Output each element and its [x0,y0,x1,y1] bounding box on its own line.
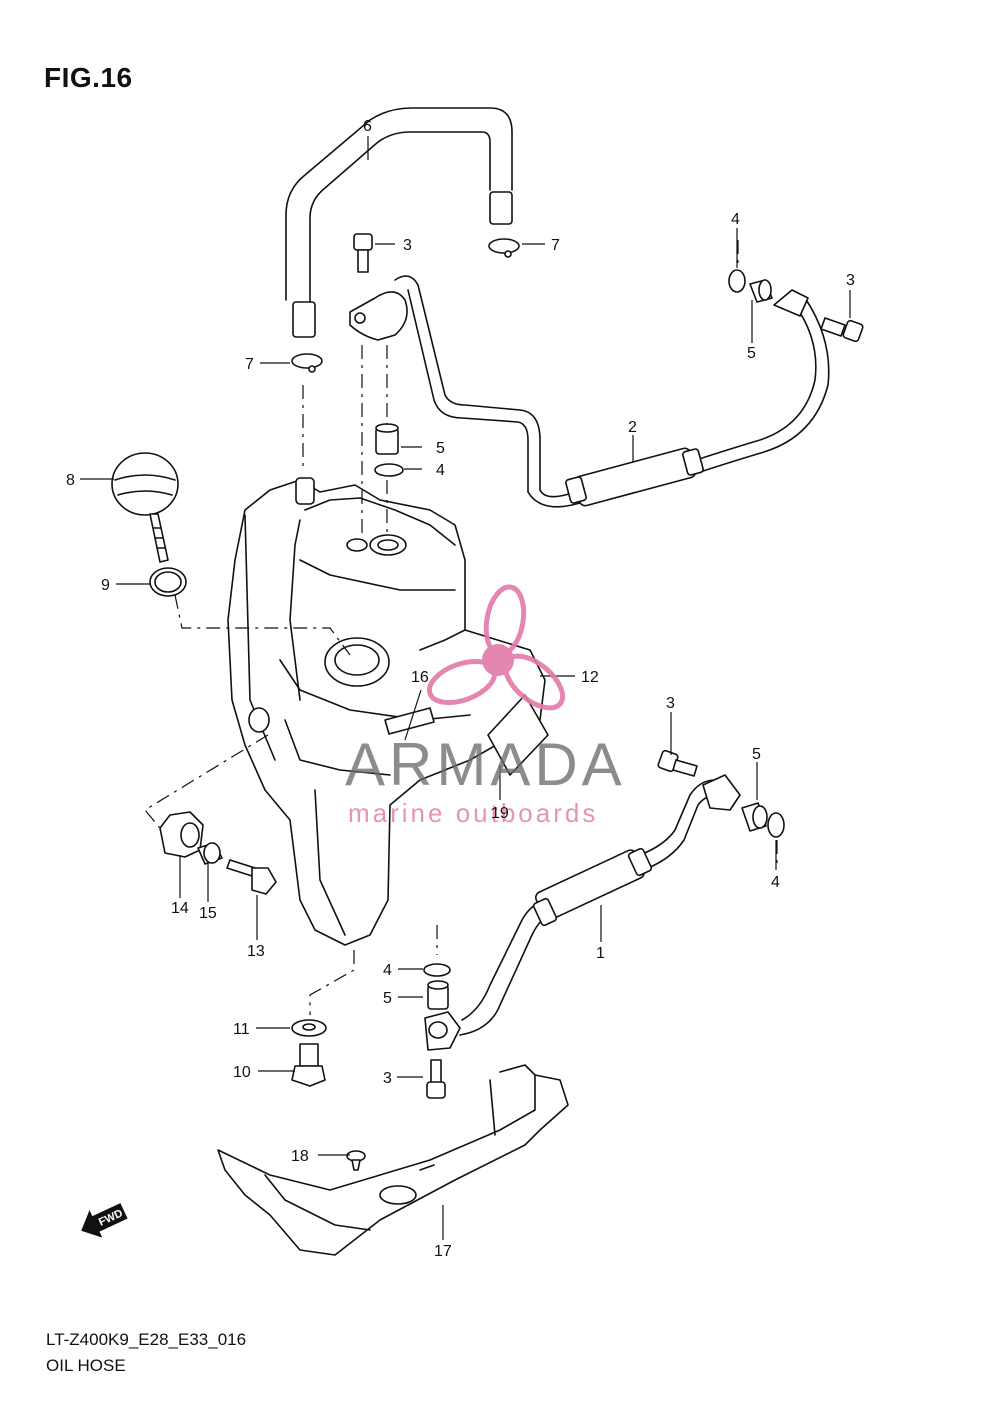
callout-15: 15 [199,905,217,922]
callout-leader-lines [80,136,851,1240]
callout-11: 11 [233,1021,250,1038]
part-7-clamp-upper[interactable] [488,238,520,258]
callout-4: 4 [436,462,445,479]
part-15-spacer[interactable] [197,842,223,865]
part-3-bolt-upper-right[interactable] [820,317,864,343]
part-3-bolt-top[interactable] [353,233,373,273]
callout-8: 8 [66,472,75,489]
callout-3: 3 [383,1070,392,1087]
callout-5: 5 [752,746,761,763]
part-11-washer[interactable] [291,1019,327,1037]
callout-4: 4 [731,211,740,228]
part-10-drain-bolt[interactable] [291,1043,326,1087]
part-4-o-ring-bottom[interactable] [423,963,451,977]
diagram-section-name: OIL HOSE [46,1356,126,1375]
part-14-grommet[interactable] [159,811,204,858]
oil-tank-body[interactable] [227,477,546,946]
part-5-collar-center[interactable] [375,423,399,455]
callout-10: 10 [233,1064,251,1081]
callout-6: 6 [363,118,372,135]
watermark-brand: ARMADA [345,731,626,798]
assembly-guide-lines [144,240,778,1015]
part-17-guard-plate[interactable] [217,1064,569,1256]
callout-13: 13 [247,943,265,960]
callout-5: 5 [747,345,756,362]
watermark-tagline: marine outboards [348,798,598,828]
callout-3: 3 [666,695,675,712]
part-2-oil-hose-upper[interactable] [349,275,830,508]
part-7-clamp-lower[interactable] [291,353,323,373]
callout-3: 3 [846,272,855,289]
part-1-oil-hose-lower[interactable] [424,774,741,1051]
callout-5: 5 [383,990,392,1007]
callout-4: 4 [383,962,392,979]
propeller-logo-icon [426,584,565,711]
part-8-oil-filler-cap[interactable] [111,452,179,563]
part-4-o-ring-upper-right[interactable] [728,269,746,293]
diagram-reference-code: LT-Z400K9_E28_E33_016 [46,1330,247,1349]
callout-numbers: 6 3 7 4 3 5 7 2 5 4 8 9 12 16 19 3 5 4 1… [66,118,855,1260]
callout-14: 14 [171,900,189,917]
part-9-o-ring[interactable] [149,567,187,597]
figure-title: FIG.16 [44,62,133,93]
callout-12: 12 [581,669,599,686]
callout-19: 19 [491,805,509,822]
part-3-bolt-mid-right[interactable] [657,749,698,777]
callout-1: 1 [596,945,605,962]
part-5-collar-upper-right[interactable] [749,279,773,303]
part-19-label[interactable] [487,694,549,776]
part-18-push-rivet[interactable] [346,1150,366,1171]
callout-2: 2 [628,419,637,436]
callout-7: 7 [245,356,254,373]
callout-9: 9 [101,577,110,594]
part-6-breather-hose[interactable] [285,107,513,338]
part-3-bolt-bottom[interactable] [426,1059,446,1099]
part-5-collar-lower-right[interactable] [741,802,768,832]
armada-watermark: ARMADA marine outboards [345,584,626,828]
part-4-o-ring-center[interactable] [374,463,404,477]
callout-5: 5 [436,440,445,457]
callout-17: 17 [434,1243,452,1260]
callout-16: 16 [411,669,429,686]
part-5-collar-bottom[interactable] [427,980,449,1010]
fwd-arrow-icon: FWD [81,1203,128,1238]
callout-18: 18 [291,1148,309,1165]
part-13-bolt[interactable] [226,859,277,895]
callout-7: 7 [551,237,560,254]
part-4-o-ring-lower-right[interactable] [767,812,785,838]
callout-3: 3 [403,237,412,254]
callout-4: 4 [771,874,780,891]
